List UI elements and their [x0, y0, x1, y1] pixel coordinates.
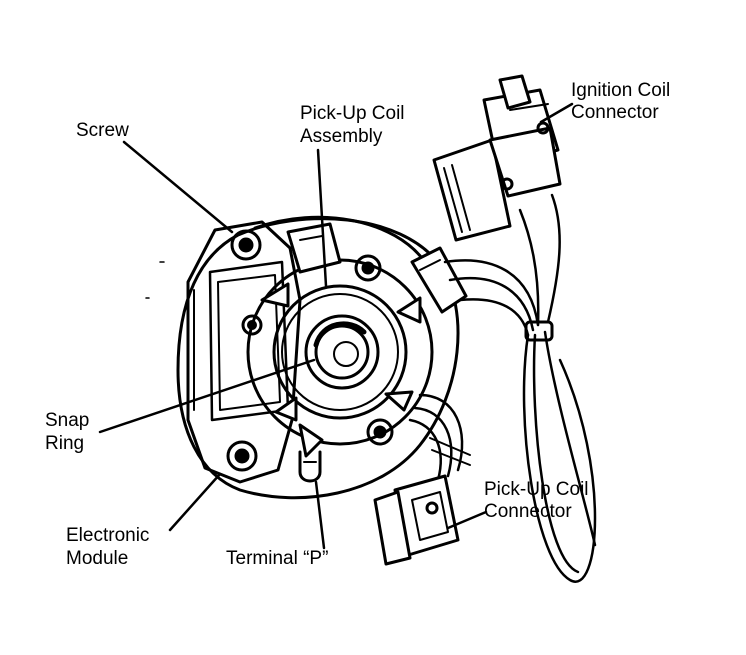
wire-grommet: [410, 246, 468, 314]
label-snap-ring-line2: Ring: [45, 433, 85, 454]
label-terminal-p: Terminal “P”: [226, 548, 329, 569]
screw-bottom: [226, 440, 258, 472]
pickup-screw-bottom: [366, 418, 394, 446]
label-pickup-coil-connector-line2: Connector: [484, 501, 572, 522]
snap-ring: [304, 314, 380, 390]
terminal-p: [298, 450, 322, 483]
leader-electronic-module: [168, 472, 222, 532]
label-screw: Screw: [76, 120, 129, 141]
leader-snap-ring: [98, 358, 316, 434]
print-specks: [145, 261, 165, 299]
leader-pickup-coil: [316, 148, 328, 288]
label-electronic-module-line1: Electronic: [66, 525, 150, 546]
leader-lines: [98, 102, 574, 550]
label-electronic-module-line2: Module: [66, 548, 129, 569]
label-pickup-coil-connector-line1: Pick-Up Coil: [484, 479, 589, 500]
ignition-wire-harness: [443, 193, 597, 583]
label-pickup-coil-assembly-line1: Pick-Up Coil: [300, 103, 405, 124]
leader-terminal-p: [314, 480, 326, 550]
pickup-coil-assembly: [246, 222, 434, 446]
screw-top: [230, 229, 262, 261]
label-ignition-coil-connector-line2: Connector: [571, 102, 659, 123]
leader-pickup-connector: [446, 510, 488, 530]
label-snap-ring-line1: Snap: [45, 410, 90, 431]
leader-ignition-connector: [539, 102, 574, 124]
label-ignition-coil-connector-line1: Ignition Coil: [571, 80, 671, 101]
ignition-coil-connector: [432, 74, 562, 242]
pickup-wire-harness: [408, 393, 471, 482]
leader-screw: [122, 140, 234, 234]
pickup-coil-connector: [373, 474, 460, 566]
label-pickup-coil-assembly-line2: Assembly: [300, 126, 383, 147]
housing-rim: [176, 215, 460, 500]
pickup-screw-top: [354, 254, 382, 282]
pole-teeth: [260, 282, 422, 458]
